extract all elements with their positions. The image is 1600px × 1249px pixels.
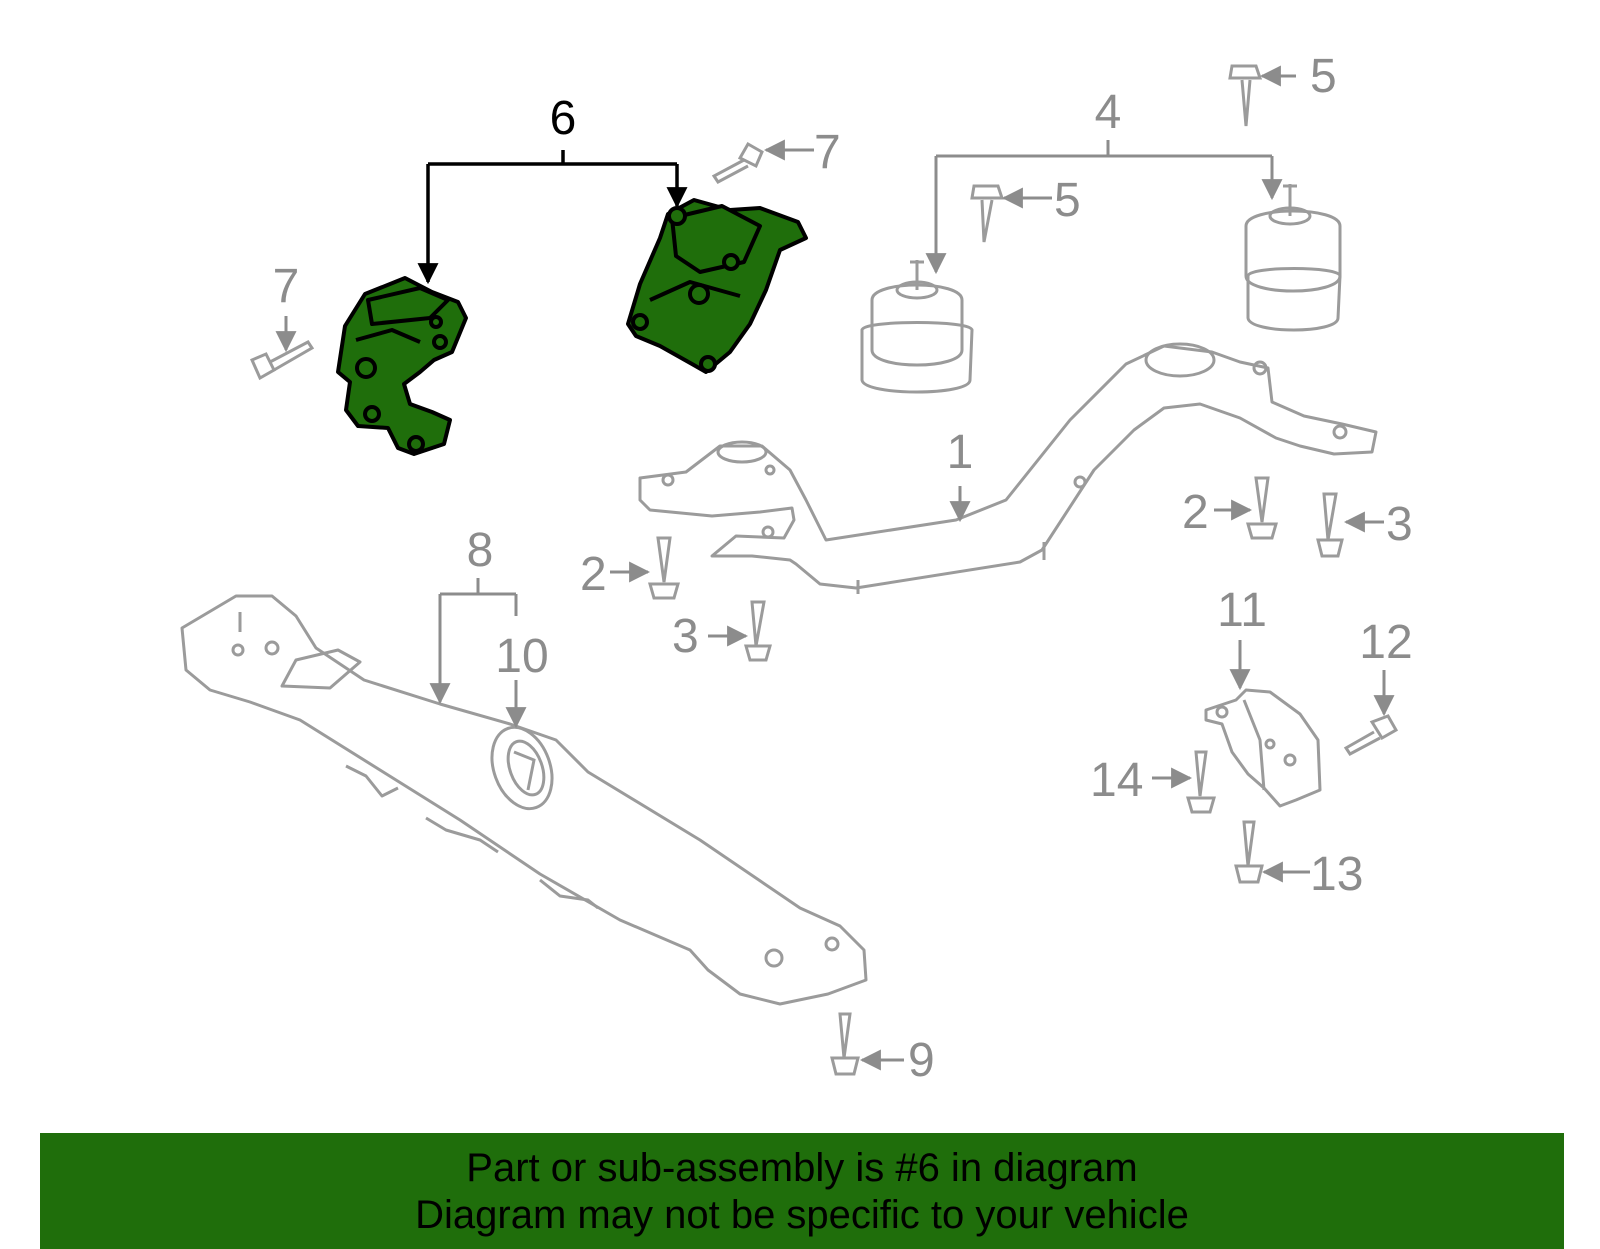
callout-8-leader [429, 578, 518, 705]
callout-3a: 3 [672, 610, 699, 663]
engine-mount-right[interactable] [1244, 184, 1342, 332]
crossmember-upper[interactable] [638, 342, 1378, 594]
callout-12: 12 [1359, 616, 1412, 669]
banner-line-disclaimer: Diagram may not be specific to your vehi… [415, 1193, 1189, 1237]
callout-2a: 2 [580, 548, 607, 601]
callout-14: 14 [1090, 754, 1143, 807]
callout-5a: 5 [1310, 50, 1337, 103]
callout-6: 6 [550, 92, 577, 145]
subframe-bushing[interactable] [481, 719, 562, 817]
bolt-13[interactable] [1234, 820, 1264, 884]
bolt-5-mid[interactable] [970, 184, 1005, 243]
bolt-2-left[interactable] [648, 536, 680, 600]
callout-6-leader [417, 150, 688, 285]
bolt-14[interactable] [1186, 750, 1216, 814]
bolt-7-left[interactable] [250, 340, 315, 381]
parts-diagram: 6 1 4 [180, 50, 1413, 1087]
bolt-2-right[interactable] [1246, 476, 1278, 540]
subframe-lower[interactable] [180, 594, 868, 1006]
bolt-7-top[interactable] [711, 141, 764, 184]
bolt-3-right[interactable] [1316, 492, 1344, 558]
callout-1: 1 [947, 426, 974, 479]
engine-mount-left[interactable] [860, 260, 974, 394]
callout-7b: 7 [273, 260, 300, 313]
callout-4: 4 [1095, 86, 1122, 139]
callout-10: 10 [495, 630, 548, 683]
callout-5b: 5 [1054, 174, 1081, 227]
bolt-5-top[interactable] [1228, 64, 1263, 127]
bolt-9[interactable] [830, 1012, 860, 1076]
callout-4-leader [925, 140, 1283, 275]
callout-3b: 3 [1386, 498, 1413, 551]
bracket-11[interactable] [1204, 688, 1322, 808]
bolt-12[interactable] [1343, 714, 1399, 756]
callout-7a: 7 [814, 126, 841, 179]
callout-8: 8 [467, 524, 494, 577]
bolt-3-left[interactable] [744, 600, 772, 662]
info-banner: Part or sub-assembly is #6 in diagram Di… [40, 1133, 1564, 1249]
callout-11: 11 [1217, 584, 1267, 637]
callout-2b: 2 [1182, 486, 1209, 539]
banner-line-part: Part or sub-assembly is #6 in diagram [466, 1146, 1138, 1190]
engine-bracket-right[interactable] [626, 198, 808, 374]
callout-9: 9 [908, 1034, 935, 1087]
callout-13: 13 [1310, 848, 1363, 901]
engine-bracket-left[interactable] [336, 276, 468, 456]
